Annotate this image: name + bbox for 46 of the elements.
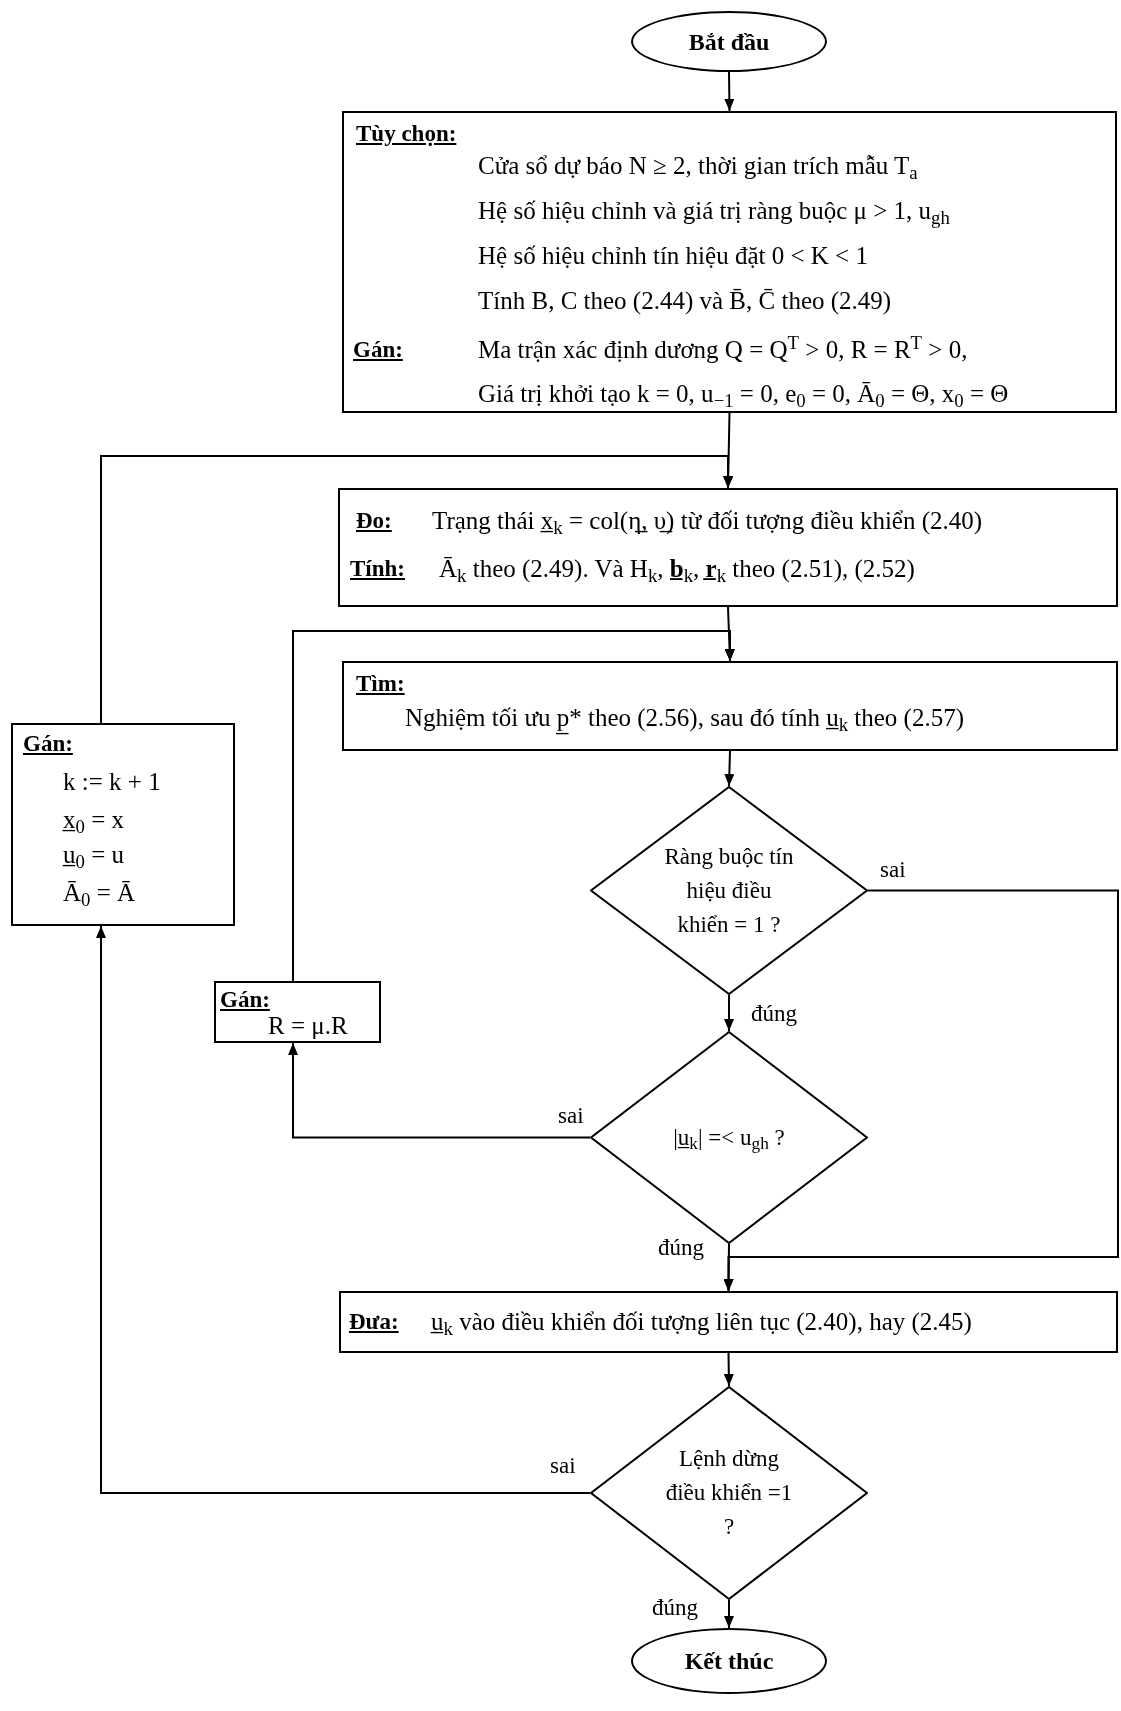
process-box [214, 981, 381, 1043]
arrow [724, 71, 735, 112]
node-text: Ma trận xác định dương Q = Q$^{T}$ > 0, R = R$^{T}$ > 0, [478, 335, 968, 365]
node-text: Hệ số hiệu chỉnh và giá trị ràng buộc μ > 1, u$_{gh}$ [478, 196, 950, 226]
arrow [100, 455, 733, 724]
node-text: k := k + 1 [63, 767, 161, 797]
node-text: Ā$_{k}$ theo (2.49). Và H$_{k}$, b̲$_{k}$, r̲$_{k}$ theo (2.51), (2.52) [439, 554, 915, 584]
node-text: Tính: [350, 555, 405, 583]
process-box [338, 488, 1118, 607]
node-text: Bắt đầu [688, 27, 770, 57]
node-text: Gán: [220, 986, 270, 1014]
node-text: Tùy chọn: [356, 120, 457, 148]
node-text: Gán: [23, 730, 73, 758]
process-box [11, 723, 235, 926]
node-text: Trạng thái x̲$_{k}$ = col(η̲, υ̲) từ đối tượng điều khiển (2.40) [432, 506, 983, 536]
node-text: Ā$_{0}$ = Ā [63, 878, 136, 908]
node-text: |u̲$_{k}$| =< u$_{gh}$ ? [672, 1123, 786, 1155]
decision-diamond [590, 1386, 868, 1600]
decision-diamond [590, 786, 868, 995]
node-text: Giá trị khởi tạo k = 0, u$_{−1}$ = 0, e$_{0}$ = 0, Ā$_{0}$ = Θ, x$_{0}$ = Θ [478, 379, 1009, 409]
arrow [292, 630, 735, 982]
process-box [342, 111, 1117, 413]
node-text: Kết thúc [684, 1647, 774, 1676]
process-box [342, 661, 1118, 751]
arrow [288, 1042, 591, 1139]
arrow [96, 925, 591, 1494]
arrow [724, 994, 734, 1032]
node-text: R = μ.R [268, 1011, 348, 1041]
node-text: u̲$_{0}$ = u [63, 840, 124, 870]
node-text: Đưa: [349, 1308, 399, 1336]
node-text: Ràng buộc tín hiệu điều khiển = 1 ? [663, 842, 795, 939]
arrow [723, 1352, 734, 1387]
node-text: Nghiệm tối ưu p̲* theo (2.56), sau đó tính u̲$_{k}$ theo (2.57) [405, 703, 964, 733]
arrow [724, 1599, 734, 1629]
node-text: Lệnh dừng điều khiển =1 ? [664, 1445, 794, 1541]
node-text: Gán: [353, 336, 403, 364]
node-text: Đo: [356, 507, 392, 535]
arrow [724, 750, 735, 787]
node-text: x̲$_{0}$ = x [63, 805, 124, 835]
node-text: u̲$_{k}$ vào điều khiển đối tượng liên tục (2.40), hay (2.45) [431, 1307, 972, 1337]
node-text: Tính B, C theo (2.44) và B̄, C̄ theo (2.49) [478, 286, 892, 316]
node-text: Cửa sổ dự báo N ≥ 2, thời gian trích mẫu T$_{a}$ [478, 151, 918, 181]
node-text: Hệ số hiệu chỉnh tín hiệu đặt 0 < K < 1 [478, 241, 868, 271]
arrow [723, 1243, 734, 1292]
node-text: Tìm: [356, 670, 405, 698]
process-box [339, 1291, 1118, 1353]
